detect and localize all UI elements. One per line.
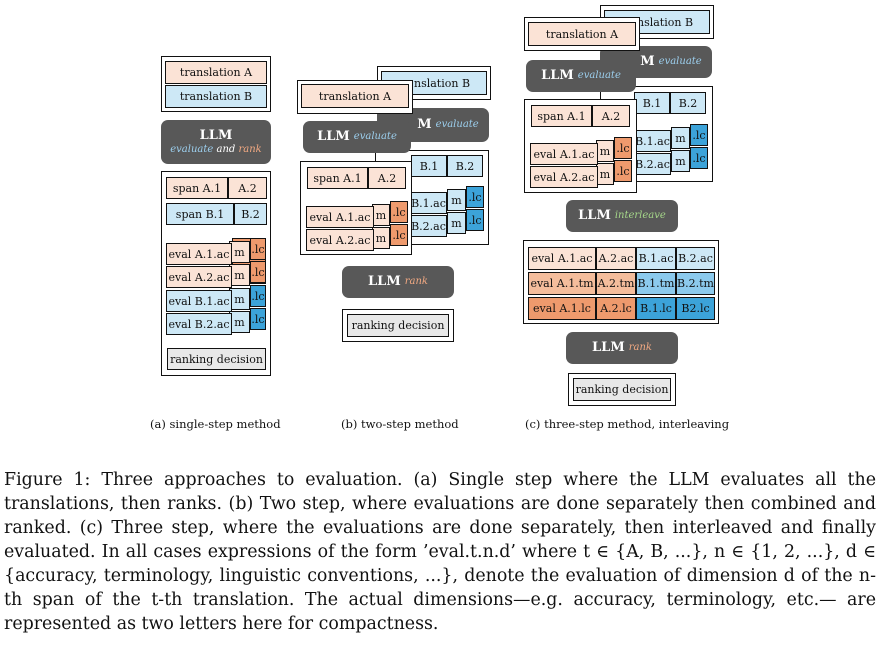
- figure-caption: Figure 1: Three approaches to evaluation…: [4, 470, 876, 634]
- eval-b2-ac-box: B.2.ac: [410, 215, 447, 237]
- span-b2-box: B.2: [234, 203, 267, 225]
- llm-sub-label: evaluate and rank: [170, 144, 262, 156]
- eval-b2-ac-box: B.2.ac: [634, 153, 671, 175]
- eval-b1-ac-box: B.1.ac: [410, 192, 447, 214]
- span-b1-box: span B.1: [166, 203, 234, 225]
- eval-b1-ac-box: B.1.ac: [634, 130, 671, 152]
- eval-a1-ac-box: eval A.1.ac: [306, 206, 374, 228]
- evaluate-word: evaluate: [170, 143, 214, 155]
- grid-cell: B2.lc: [676, 297, 715, 320]
- evaluate-label: evaluate: [353, 131, 397, 143]
- ranking-decision-box: ranking decision: [573, 378, 671, 401]
- span-a2-box: A.2: [592, 105, 630, 127]
- eval-a1-tm-tail: m: [372, 204, 390, 226]
- llm-label: LLM: [368, 273, 401, 289]
- eval-a2-tm-tail: m: [596, 163, 614, 185]
- grid-cell: A.2.ac: [596, 247, 636, 270]
- eval-b1-tm-tail: m: [229, 288, 250, 310]
- eval-b1-tm-tail: m: [671, 127, 690, 149]
- eval-b1-lc-tail: .lc: [250, 285, 266, 307]
- eval-a1-ac-box: eval A.1.ac: [530, 143, 598, 165]
- eval-a2-ac-box: eval A.2.ac: [306, 229, 374, 251]
- llm-back-label: M: [417, 116, 432, 132]
- eval-a1-tm-tail: m: [229, 241, 250, 263]
- eval-a2-lc-tail: .lc: [390, 224, 408, 246]
- span-b2-box: B.2: [447, 155, 483, 177]
- span-b2-box: B.2: [670, 92, 706, 114]
- span-b1-box: B.1: [411, 155, 447, 177]
- eval-b1-tm-tail: m: [447, 189, 466, 211]
- panel-c-caption: (c) three-step method, interleaving: [525, 417, 730, 431]
- eval-a1-tm-tail: m: [596, 140, 614, 162]
- grid-cell: A.2.tm: [596, 272, 636, 295]
- llm-evaluate-rank-block: LLM evaluate and rank: [161, 120, 271, 164]
- rank-label: rank: [628, 342, 652, 354]
- llm-label: LLM: [592, 339, 625, 355]
- eval-b2-lc-tail: .lc: [250, 308, 266, 330]
- grid-cell: eval A.1.tm: [528, 272, 596, 295]
- eval-a2-ac-box: eval A.2.ac: [530, 166, 598, 188]
- translation-a-box: translation A: [165, 61, 267, 84]
- span-a1-box: span A.1: [307, 167, 368, 189]
- translation-a-box: translation A: [528, 22, 636, 46]
- grid-cell: B.2.ac: [676, 247, 715, 270]
- rank-word: rank: [238, 143, 262, 155]
- llm-back-label: M: [640, 53, 655, 69]
- eval-b2-tm-tail: m: [229, 311, 250, 333]
- translation-b-box: nslation B: [604, 10, 710, 34]
- eval-a2-tm-tail: m: [372, 227, 390, 249]
- llm-label: LLM: [541, 67, 574, 83]
- ranking-decision-box: ranking decision: [167, 348, 266, 370]
- evaluate-label: evaluate: [577, 70, 621, 82]
- eval-b2-tm-tail: m: [447, 212, 466, 234]
- eval-a2-lc-tail: .lc: [250, 261, 266, 283]
- grid-cell: eval A.1.ac: [528, 247, 596, 270]
- eval-b2-ac-box: eval B.2.ac: [166, 313, 232, 335]
- translation-b-box: translation B: [165, 85, 267, 108]
- eval-a2-ac-box: eval A.2.ac: [166, 266, 232, 288]
- panel-b-caption: (b) two-step method: [341, 417, 459, 431]
- eval-a1-lc-tail: .lc: [250, 238, 266, 260]
- grid-cell: A.2.lc: [596, 297, 636, 320]
- span-a1-box: span A.1: [166, 177, 228, 199]
- llm-label: LLM: [317, 128, 350, 144]
- and-word: and: [216, 143, 236, 155]
- rank-label: rank: [404, 276, 428, 288]
- eval-b1-lc-tail: .lc: [466, 186, 484, 208]
- span-b1-box: B.1: [634, 92, 670, 114]
- panel-a-caption: (a) single-step method: [150, 417, 281, 431]
- grid-cell: B.2.tm: [676, 272, 715, 295]
- grid-cell: B.1.tm: [636, 272, 676, 295]
- eval-b2-lc-tail: .lc: [690, 147, 708, 169]
- span-a2-box: A.2: [368, 167, 406, 189]
- span-a2-box: A.2: [228, 177, 267, 199]
- eval-a1-lc-tail: .lc: [614, 137, 632, 159]
- evaluate-back-label: evaluate: [435, 119, 479, 131]
- llm-label: LLM: [199, 127, 233, 143]
- grid-cell: B.1.ac: [636, 247, 676, 270]
- grid-cell: B.1.lc: [636, 297, 676, 320]
- evaluate-back-label: evaluate: [658, 56, 702, 68]
- ranking-decision-box: ranking decision: [347, 314, 449, 337]
- eval-a1-ac-box: eval A.1.ac: [166, 243, 232, 265]
- span-a1-box: span A.1: [531, 105, 592, 127]
- llm-label: LLM: [578, 207, 611, 223]
- eval-a2-tm-tail: m: [229, 264, 250, 286]
- eval-a2-lc-tail: .lc: [614, 160, 632, 182]
- eval-b2-tm-tail: m: [671, 150, 690, 172]
- grid-cell: eval A.1.lc: [528, 297, 596, 320]
- eval-b1-lc-tail: .lc: [690, 124, 708, 146]
- eval-b1-ac-box: eval B.1.ac: [166, 290, 232, 312]
- interleave-label: interleave: [614, 210, 666, 222]
- eval-b2-lc-tail: .lc: [466, 209, 484, 231]
- translation-a-box: translation A: [301, 84, 409, 108]
- eval-a1-lc-tail: .lc: [390, 201, 408, 223]
